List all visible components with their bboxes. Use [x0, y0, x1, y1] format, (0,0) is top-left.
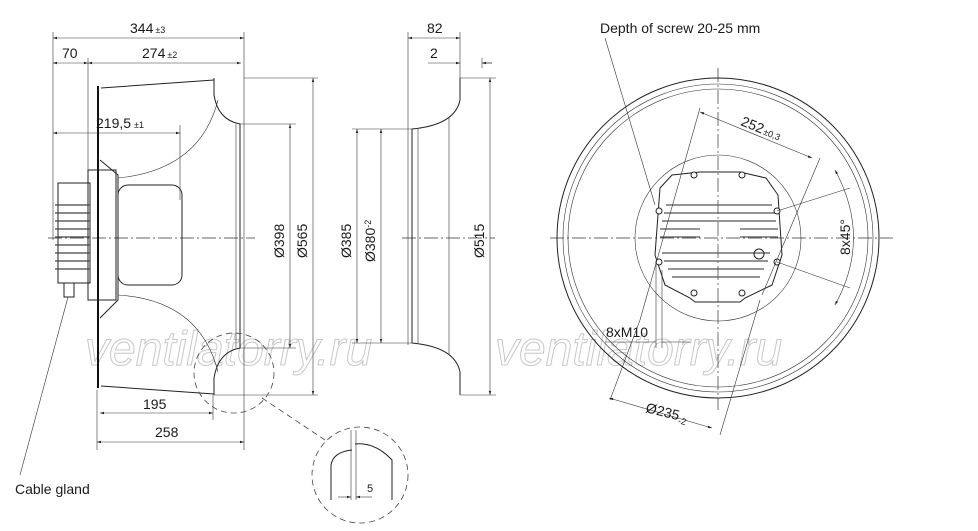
- dim-d398: Ø398: [271, 224, 287, 258]
- dim-d565: Ø565: [294, 224, 310, 258]
- dim-252: 252±0,3: [739, 113, 784, 143]
- watermark-left: ventilatorry.ru: [85, 323, 372, 376]
- dim-258: 258: [155, 424, 179, 440]
- cable-gland-leader: [19, 296, 69, 476]
- dim-5: 5: [367, 483, 373, 495]
- dim-8xM10: 8xM10: [606, 324, 648, 340]
- dim-274: 274±2: [142, 45, 177, 61]
- nozzle-view: 82 2 Ø385 Ø380-2 Ø515: [338, 20, 496, 396]
- dim-219-5: 219,5±1: [96, 115, 144, 131]
- watermark-right: ventilatorry.ru: [495, 323, 782, 376]
- dim-d515: Ø515: [471, 224, 487, 258]
- dim-d385: Ø385: [338, 224, 354, 258]
- detail-marker: [193, 332, 275, 414]
- cable-gland-label: Cable gland: [15, 481, 90, 497]
- dim-d235: Ø235-2: [644, 399, 689, 427]
- detail-view: 5: [311, 426, 409, 524]
- motor-flange: [87, 169, 117, 301]
- dim-d380: Ø380-2: [362, 220, 378, 262]
- screw-depth-note: Depth of screw 20-25 mm: [600, 20, 760, 36]
- dim-195: 195: [143, 396, 167, 412]
- motor-housing: [117, 184, 183, 286]
- dim-8x45: 8x45°: [837, 219, 853, 255]
- dim-70: 70: [62, 45, 78, 61]
- outer-ring: [556, 77, 880, 399]
- dim-82: 82: [427, 20, 443, 36]
- side-view: Cable gland 344±3 70 274±2 219,5±1 Ø398 …: [15, 20, 326, 497]
- dim-2: 2: [430, 45, 438, 61]
- cable-gland: [63, 282, 75, 298]
- electronics-box: [57, 182, 91, 284]
- motor-electronics: [654, 171, 783, 303]
- screw-depth-leader: [604, 37, 656, 206]
- dim-344: 344±3: [130, 20, 165, 36]
